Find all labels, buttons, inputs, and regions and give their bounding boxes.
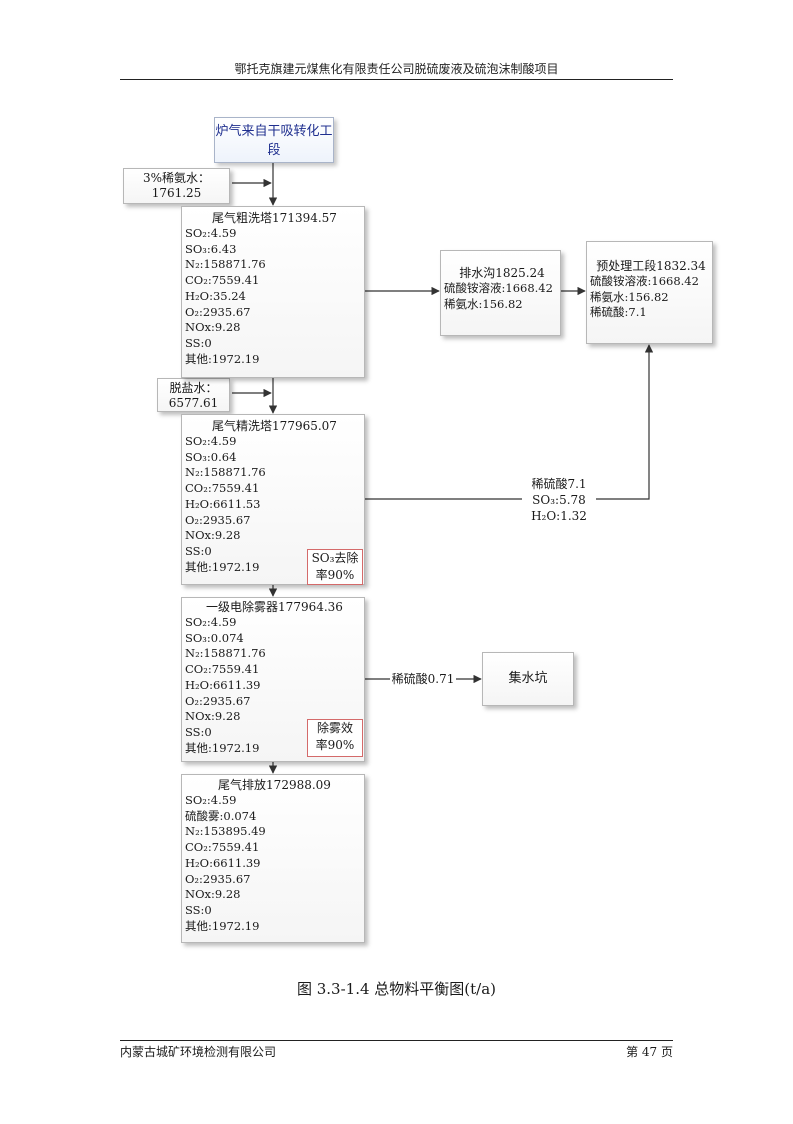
node-rough-row: CO₂:7559.41 [185,273,260,288]
node-rough-scrubber: 尾气粗洗塔171394.57 SO₂:4.59 SO₃:6.43 N₂:1588… [181,206,365,378]
input-water-value: 6577.61 [168,396,219,410]
node-exhaust-row: O₂:2935.67 [185,871,251,886]
node-fine-row: CO₂:7559.41 [185,481,260,496]
footer-rule [120,1040,673,1041]
figure-caption: 图 3.3-1.4 总物料平衡图(t/a) [296,980,497,998]
node-fine-row: SO₂:4.59 [185,434,237,448]
node-exhaust-row: H₂O:6611.39 [185,855,261,870]
node-rough-row: N₂:158871.76 [185,257,266,272]
node-fine-scrubber: 尾气精洗塔177965.07 SO₂:4.59 SO₃:0.64 N₂:1588… [181,414,365,585]
header-rule [120,79,673,80]
note-so3-line: 率90% [315,568,355,582]
input-ammonia-label: 3%稀氨水： [142,171,211,185]
edge-label-dilute-acid: 稀硫酸7.1 SO₃:5.78 H₂O:1.32 [522,476,596,524]
node-esp-row: SO₃:0.074 [185,630,244,645]
footer-company: 内蒙古城矿环境检测有限公司 [120,1045,277,1059]
node-fine-row: 其他:1972.19 [185,559,260,574]
node-fine-row: SS:0 [185,543,212,558]
node-fine-title: 尾气精洗塔177965.07 [212,419,337,433]
edge-label-esp-acid-text: 稀硫酸0.71 [391,672,455,686]
edge-label-esp-acid: 稀硫酸0.71 [390,671,456,687]
node-esp-row: CO₂:7559.41 [185,662,260,677]
node-exhaust: 尾气排放172988.09 SO₂:4.59 硫酸雾:0.074 N₂:1538… [181,774,365,943]
input-water: 脱盐水： 6577.61 [157,378,230,412]
node-fine-row: H₂O:6611.53 [185,496,261,511]
node-drain-row: 硫酸铵溶液:1668.42 [444,281,553,295]
node-electric-demister: 一级电除雾器177964.36 SO₂:4.59 SO₃:0.074 N₂:15… [181,597,365,762]
input-water-label: 脱盐水： [169,381,218,395]
node-sump-title: 集水坑 [508,671,548,686]
node-rough-row: NOx:9.28 [185,320,241,335]
node-esp-row: H₂O:6611.39 [185,677,261,692]
start-node: 炉气来自干吸转化工段 [214,117,334,163]
node-esp-title: 一级电除雾器177964.36 [206,600,343,614]
node-rough-row: SO₂:4.59 [185,226,237,240]
node-esp-row: SS:0 [185,724,212,739]
input-ammonia-value: 1761.25 [151,186,202,200]
node-rough-title: 尾气粗洗塔171394.57 [212,211,337,225]
note-so3-removal: SO₃去除 率90% [307,549,363,585]
node-esp-row: NOx:9.28 [185,709,241,724]
node-exhaust-row: CO₂:7559.41 [185,840,260,855]
node-fine-row: SO₃:0.64 [185,449,237,464]
note-demist-line: 除雾效 [316,721,353,735]
node-esp-row: N₂:158871.76 [185,646,266,661]
node-exhaust-row: NOx:9.28 [185,887,241,902]
edge-label-line: 稀硫酸7.1 [531,477,587,491]
note-so3-line: SO₃去除 [311,551,359,565]
input-ammonia: 3%稀氨水： 1761.25 [123,168,230,204]
edge-label-line: H₂O:1.32 [531,509,587,523]
node-rough-row: O₂:2935.67 [185,304,251,319]
node-pretreatment: 预处理工段1832.34 硫酸铵溶液:1668.42 稀氨水:156.82 稀硫… [586,241,713,344]
node-rough-row: H₂O:35.24 [185,288,246,303]
arrow-fine-to-pretreat [365,344,654,500]
node-fine-row: NOx:9.28 [185,528,241,543]
note-demist-efficiency: 除雾效 率90% [307,719,363,757]
edge-label-line: SO₃:5.78 [532,493,586,507]
node-exhaust-title: 尾气排放172988.09 [218,778,331,792]
footer-page-number: 第 47 页 [626,1045,673,1059]
node-drain: 排水沟1825.24 硫酸铵溶液:1668.42 稀氨水:156.82 [440,250,561,336]
page-header: 鄂托克旗建元煤焦化有限责任公司脱硫废液及硫泡沫制酸项目 [234,62,559,76]
node-rough-row: SO₃:6.43 [185,241,237,256]
node-drain-title: 排水沟1825.24 [459,266,545,280]
node-pretreat-row: 稀氨水:156.82 [590,289,669,304]
node-pretreat-row: 硫酸铵溶液:1668.42 [590,274,699,288]
node-exhaust-row: 其他:1972.19 [185,918,260,933]
node-exhaust-row: 硫酸雾:0.074 [185,808,257,823]
node-fine-row: O₂:2935.67 [185,512,251,527]
node-exhaust-row: N₂:153895.49 [185,824,266,839]
node-esp-row: 其他:1972.19 [185,740,260,755]
node-esp-row: O₂:2935.67 [185,693,251,708]
node-fine-row: N₂:158871.76 [185,465,266,480]
node-exhaust-row: SO₂:4.59 [185,793,237,807]
node-rough-row: SS:0 [185,335,212,350]
node-pretreat-title: 预处理工段1832.34 [596,259,706,273]
node-drain-row: 稀氨水:156.82 [444,296,523,311]
node-pretreat-row: 稀硫酸:7.1 [590,305,647,320]
node-esp-row: SO₂:4.59 [185,615,237,629]
node-sump: 集水坑 [482,652,574,706]
node-exhaust-row: SS:0 [185,902,212,917]
note-demist-line: 率90% [315,738,355,752]
node-rough-row: 其他:1972.19 [185,351,260,366]
